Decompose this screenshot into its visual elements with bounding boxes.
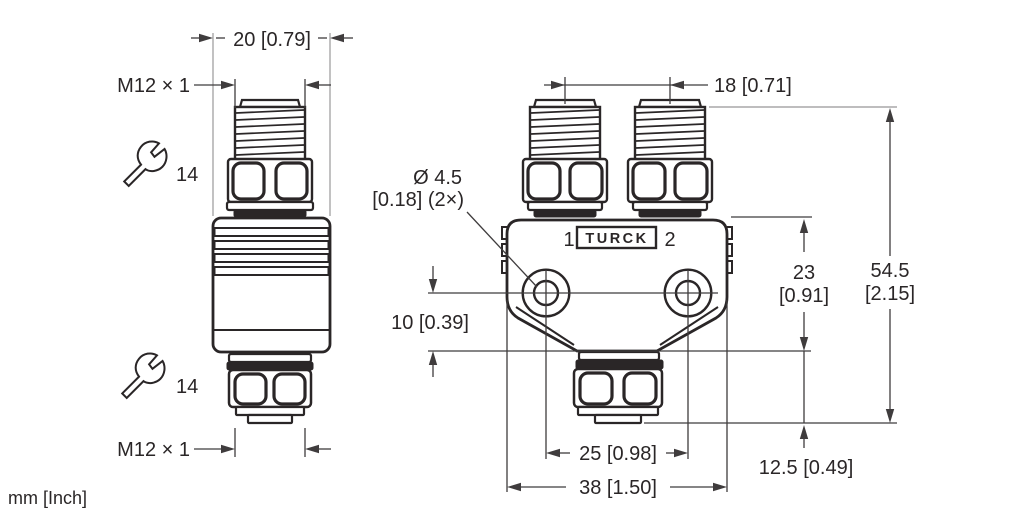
brand-logo: TURCK	[585, 231, 648, 247]
wrench-size-top-label: 14	[176, 164, 198, 186]
wrench-size-top: 14	[123, 140, 198, 187]
hole-dia-label-inch: [0.18] (2×)	[372, 189, 464, 211]
brand-logo-box	[575, 225, 658, 250]
wrench-icon	[121, 352, 166, 399]
hole-dia-label-mm: Ø 4.5	[413, 167, 462, 189]
hole-offset-label: 10 [0.39]	[391, 312, 469, 334]
dim-left-thread-bottom: M12 × 1	[117, 428, 331, 461]
body-height-value: 23	[793, 262, 815, 284]
units-label: mm [Inch]	[8, 488, 87, 508]
thread-label-top: M12 × 1	[117, 75, 190, 97]
note-hole-diameter: Ø 4.5 [0.18] (2×)	[372, 167, 538, 288]
port-spacing-label: 18 [0.71]	[714, 75, 792, 97]
thread-label-bottom: M12 × 1	[117, 439, 190, 461]
port1-label: 1	[563, 229, 574, 251]
bottom-offset-label: 12.5 [0.49]	[759, 457, 854, 479]
port2-label: 2	[664, 229, 675, 251]
body-height-inch: [0.91]	[779, 285, 829, 307]
dim-bottom-offset: 12.5 [0.49]	[759, 425, 854, 479]
wrench-size-bottom: 14	[121, 352, 198, 399]
wrench-icon	[123, 140, 168, 187]
body-width-label: 38 [1.50]	[579, 477, 657, 499]
dim-port-spacing: 18 [0.71]	[544, 75, 792, 104]
total-height-inch: [2.15]	[865, 283, 915, 305]
total-height-value: 54.5	[871, 260, 910, 282]
dim-total-height: 54.5 [2.15]	[865, 108, 915, 423]
dim-hole-spacing: 25 [0.98]	[546, 443, 688, 465]
dim-left-thread-top: M12 × 1	[117, 75, 331, 108]
hole-centerlines	[428, 270, 718, 459]
dim-body-height: 23 [0.91]	[779, 219, 829, 423]
y-splitter-view: TURCK 1 2	[501, 98, 733, 425]
left-connector-view	[211, 33, 332, 425]
left-width-label: 20 [0.79]	[233, 29, 311, 51]
dim-body-width: 38 [1.50]	[506, 300, 728, 499]
hole-spacing-label: 25 [0.98]	[579, 443, 657, 465]
dim-left-width: 20 [0.79]	[191, 29, 353, 51]
wrench-size-bottom-label: 14	[176, 376, 198, 398]
dim-hole-offset: 10 [0.39]	[391, 266, 469, 377]
